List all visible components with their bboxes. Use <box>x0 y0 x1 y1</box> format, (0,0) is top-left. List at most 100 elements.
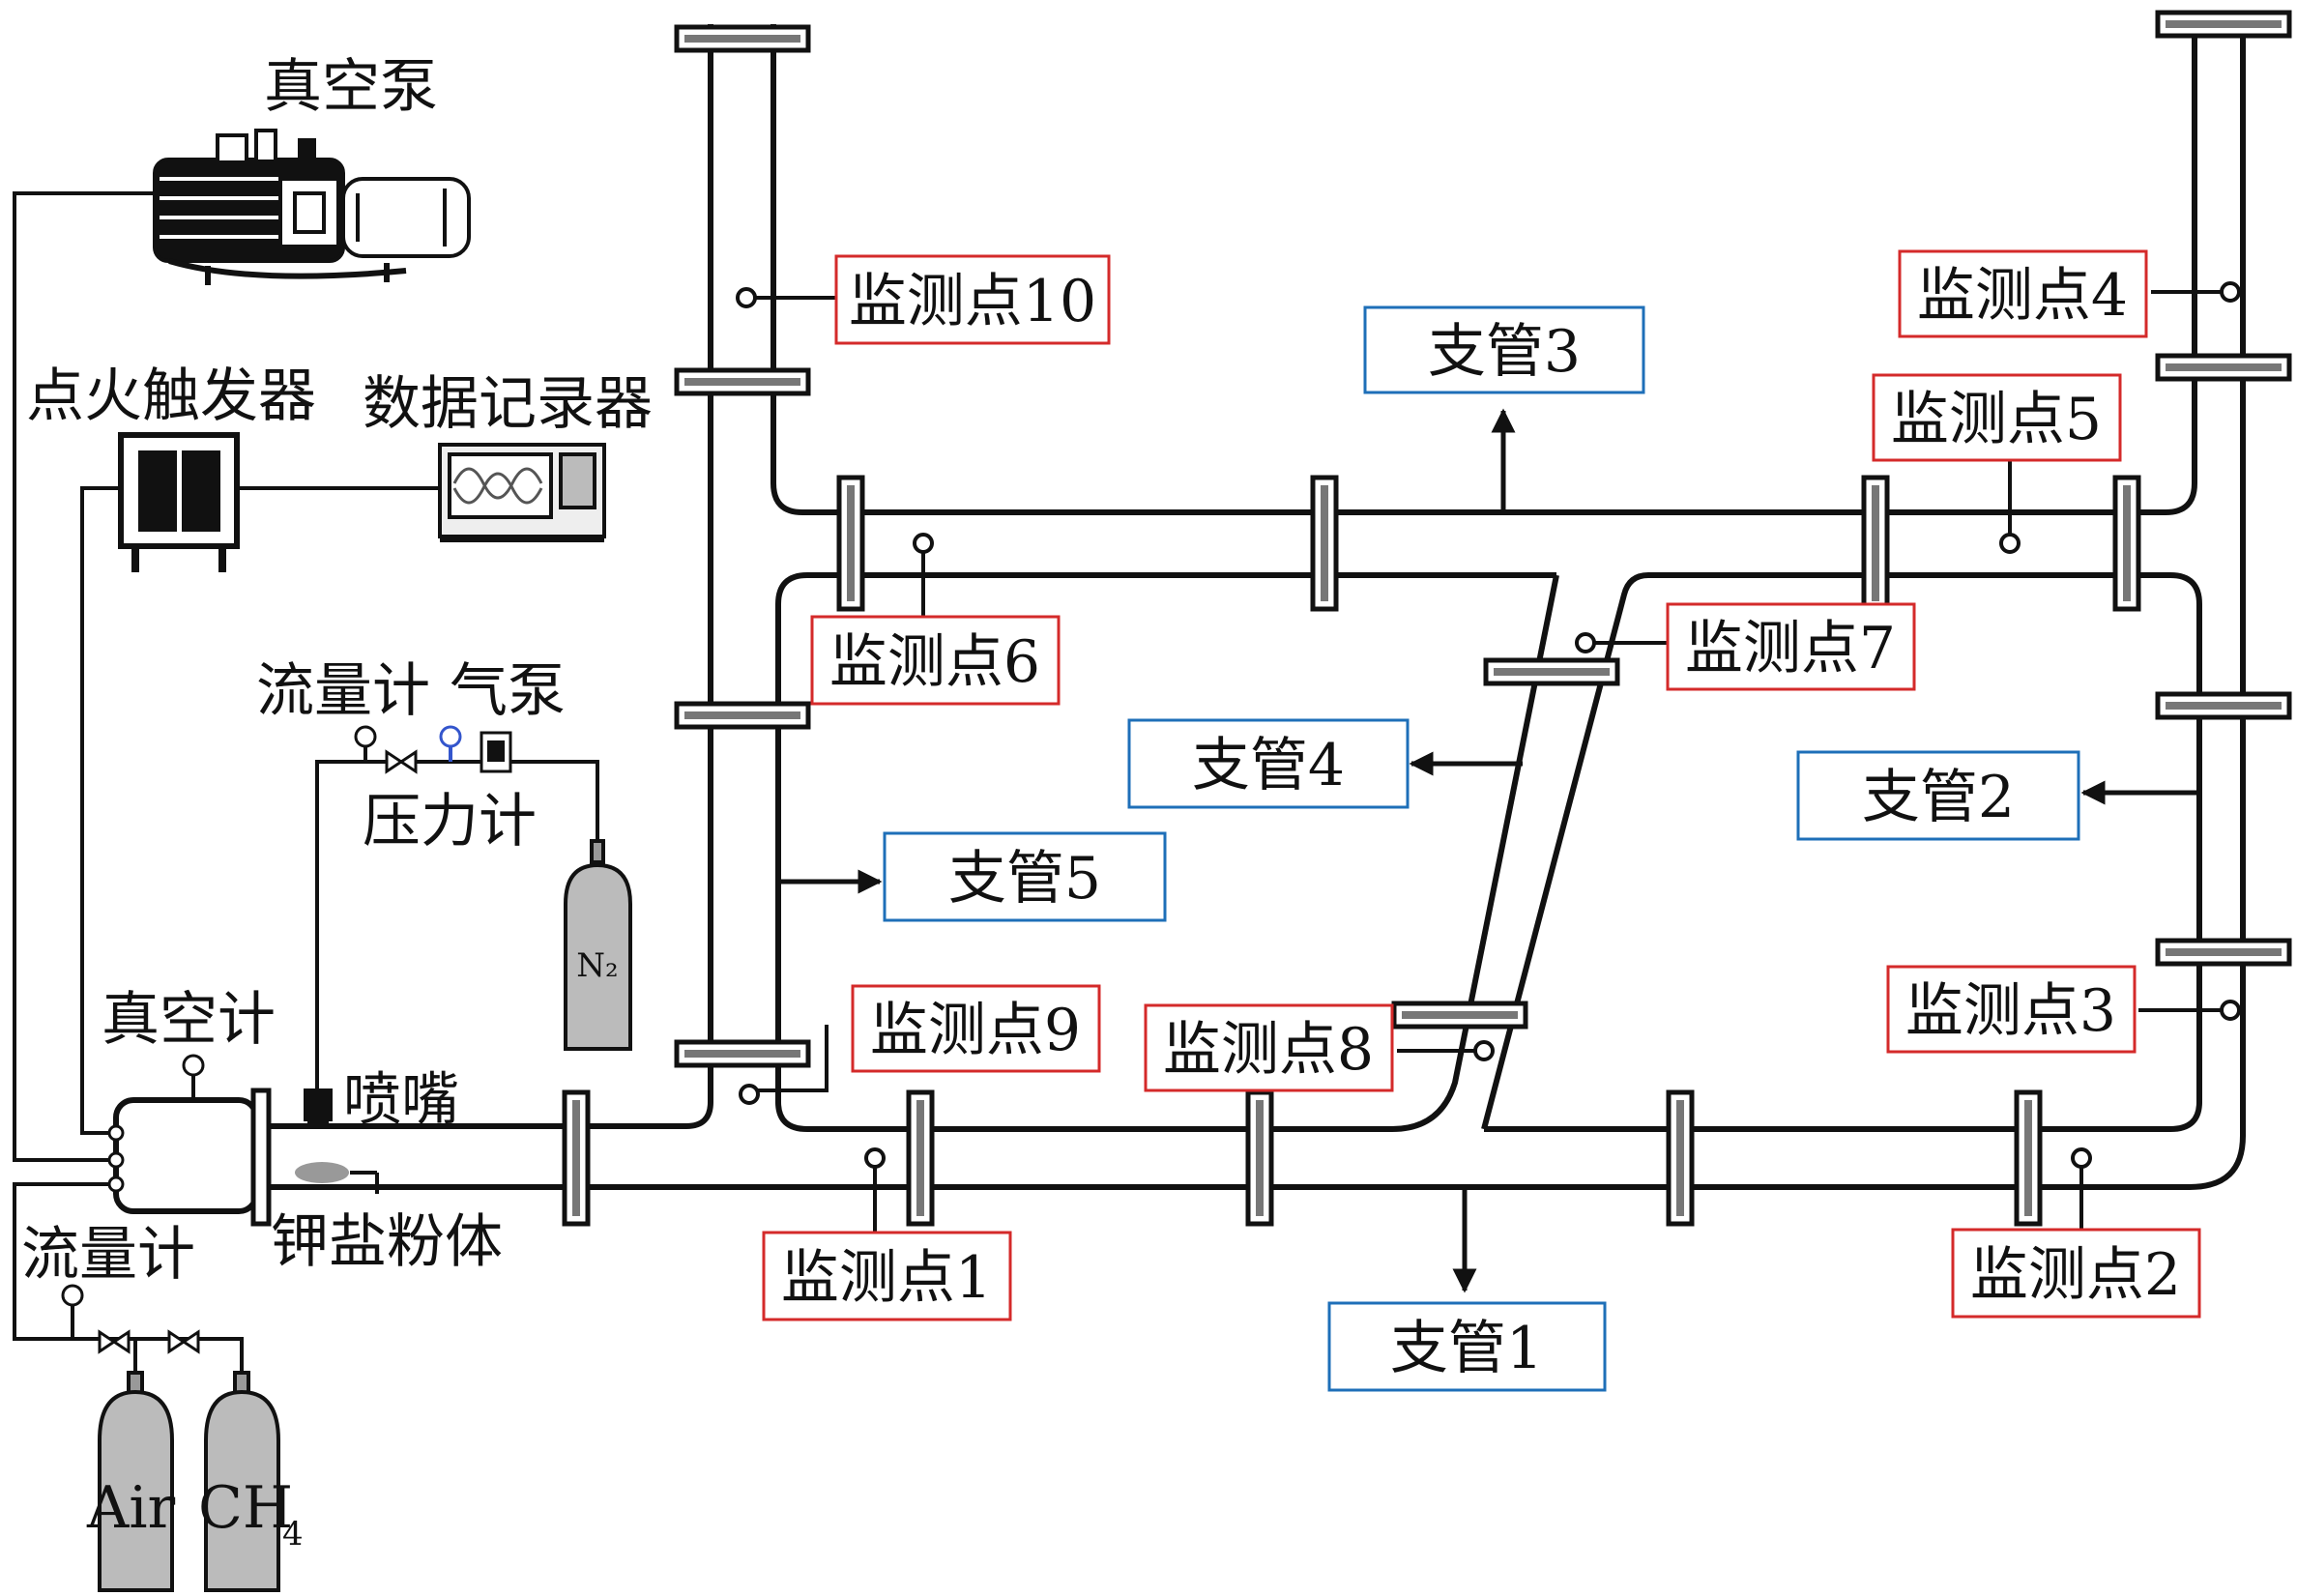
ignition-trigger <box>118 432 240 572</box>
vacuum-pump-label: 真空泵 <box>264 53 438 121</box>
potassium-powder-label: 钾盐粉体 <box>271 1208 503 1276</box>
monitor-point-7: 监测点7 <box>1666 602 1916 691</box>
flange <box>2158 941 2289 964</box>
valve-icon <box>98 1329 131 1354</box>
equipment <box>13 129 632 1592</box>
flange <box>677 370 808 393</box>
monitor-point-label: 监测点9 <box>870 997 1081 1064</box>
pressure-gauge-label: 压力计 <box>363 788 537 856</box>
monitor-point-label: 监测点7 <box>1685 615 1896 682</box>
flange <box>565 1092 588 1224</box>
flange <box>677 27 808 50</box>
sensor-point <box>2220 1000 2241 1021</box>
branch-label: 支管1 <box>1390 1315 1543 1382</box>
sensor-point <box>739 1084 760 1105</box>
vacuum-gauge-icon <box>182 1054 205 1100</box>
monitor-point-label: 监测点6 <box>829 628 1040 696</box>
monitor-point-label: 监测点2 <box>1970 1241 2181 1309</box>
sensor-point <box>913 533 934 554</box>
vacuum-pump <box>153 129 471 285</box>
flange <box>1669 1092 1692 1224</box>
monitor-point-label: 监测点10 <box>849 268 1096 335</box>
air-cylinder <box>98 1371 174 1592</box>
branch-5: 支管5 <box>883 831 1167 922</box>
monitor-point-label: 监测点3 <box>1905 977 2116 1045</box>
monitor-point-9: 监测点9 <box>851 984 1101 1073</box>
flange <box>1313 478 1336 609</box>
branch-boxes: 支管3 支管4 支管2 支管5 支管1 <box>883 305 2080 1392</box>
pressure-gauge-icon <box>439 725 462 748</box>
flange <box>909 1092 932 1224</box>
air-label: Air <box>86 1474 176 1542</box>
monitor-point-3: 监测点3 <box>1886 965 2137 1054</box>
branch-label: 支管3 <box>1428 318 1581 386</box>
branch-label: 支管4 <box>1192 732 1345 799</box>
equipment-labels: 真空泵 点火触发器 数据记录器 流量计 气泵 压力计 真空计 喷嘴 钾盐粉体 流… <box>21 53 653 1553</box>
main-pipe-bottom-wall <box>261 19 2246 1190</box>
flowmeter-gauge-icon <box>354 725 377 748</box>
ignition-trigger-label: 点火触发器 <box>26 363 316 430</box>
flange <box>2017 1092 2040 1224</box>
flange <box>2158 356 2289 379</box>
sensor-point <box>2071 1147 2092 1169</box>
monitor-point-boxes: 监测点10 监测点4 监测点5 监测点6 监测点7 监测点9 监测点8 监测点 <box>762 249 2201 1321</box>
pipe-network <box>261 19 2246 1190</box>
branch-3: 支管3 <box>1363 305 1645 394</box>
n2-line <box>315 760 599 1110</box>
bottom-gauges <box>61 1284 200 1354</box>
valve-icon <box>167 1329 200 1354</box>
flange <box>1394 1003 1526 1027</box>
nozzle-label: 喷嘴 <box>343 1066 459 1134</box>
data-recorder <box>438 443 606 542</box>
monitor-point-label: 监测点8 <box>1163 1016 1374 1084</box>
gas-pump-label: 气泵 <box>450 657 566 725</box>
flange <box>1248 1092 1271 1224</box>
monitor-point-1: 监测点1 <box>762 1231 1012 1321</box>
flange <box>1486 660 1617 683</box>
gas-pump-gauges <box>354 725 512 774</box>
branch-1: 支管1 <box>1327 1301 1607 1392</box>
vacuum-gauge-label: 真空计 <box>102 986 276 1054</box>
flange <box>677 1042 808 1065</box>
combustion-chamber <box>107 1088 272 1227</box>
trigger-line <box>80 486 121 1135</box>
flange <box>2158 13 2289 36</box>
flange <box>2158 694 2289 717</box>
sensor-point <box>2220 281 2241 303</box>
branch-label: 支管5 <box>948 845 1101 913</box>
branch-2: 支管2 <box>1796 750 2080 841</box>
nozzle-icon <box>304 1088 333 1126</box>
powder-icon <box>295 1162 379 1194</box>
data-recorder-label: 数据记录器 <box>363 370 653 438</box>
sensor-point <box>1999 533 2021 554</box>
main-pipe-inner-wall <box>771 19 2197 515</box>
loop-right-wall <box>1481 572 2202 1132</box>
flowmeter-gauge-icon <box>61 1284 84 1307</box>
sensor-point <box>736 287 757 308</box>
ch4-subscript: 4 <box>282 1515 304 1553</box>
flowmeter-bottom-label: 流量计 <box>21 1221 195 1289</box>
monitor-point-label: 监测点4 <box>1917 262 2128 330</box>
n2-cylinder <box>564 839 632 1051</box>
monitor-point-2: 监测点2 <box>1951 1228 2201 1319</box>
monitor-point-8: 监测点8 <box>1144 1003 1394 1092</box>
ch4-label: CH <box>198 1474 293 1542</box>
flange <box>677 704 808 727</box>
gas-pump-icon <box>480 731 512 773</box>
monitor-point-4: 监测点4 <box>1898 249 2148 338</box>
valve-icon <box>385 749 418 774</box>
sensor-points <box>736 281 2241 1233</box>
flange <box>1864 478 1887 609</box>
monitor-point-label: 监测点1 <box>781 1244 992 1312</box>
branch-arrows <box>778 408 2196 1293</box>
main-pipe-top-wall <box>261 24 713 1129</box>
monitor-point-5: 监测点5 <box>1872 373 2122 462</box>
flange <box>2115 478 2138 609</box>
vacuum-line <box>13 191 155 1162</box>
sensor-point <box>1575 632 1596 653</box>
gas-inlet-line <box>13 1182 244 1392</box>
sensor-point <box>1473 1040 1495 1061</box>
flowmeter-top-label: 流量计 <box>256 657 430 725</box>
branch-4: 支管4 <box>1127 718 1410 809</box>
